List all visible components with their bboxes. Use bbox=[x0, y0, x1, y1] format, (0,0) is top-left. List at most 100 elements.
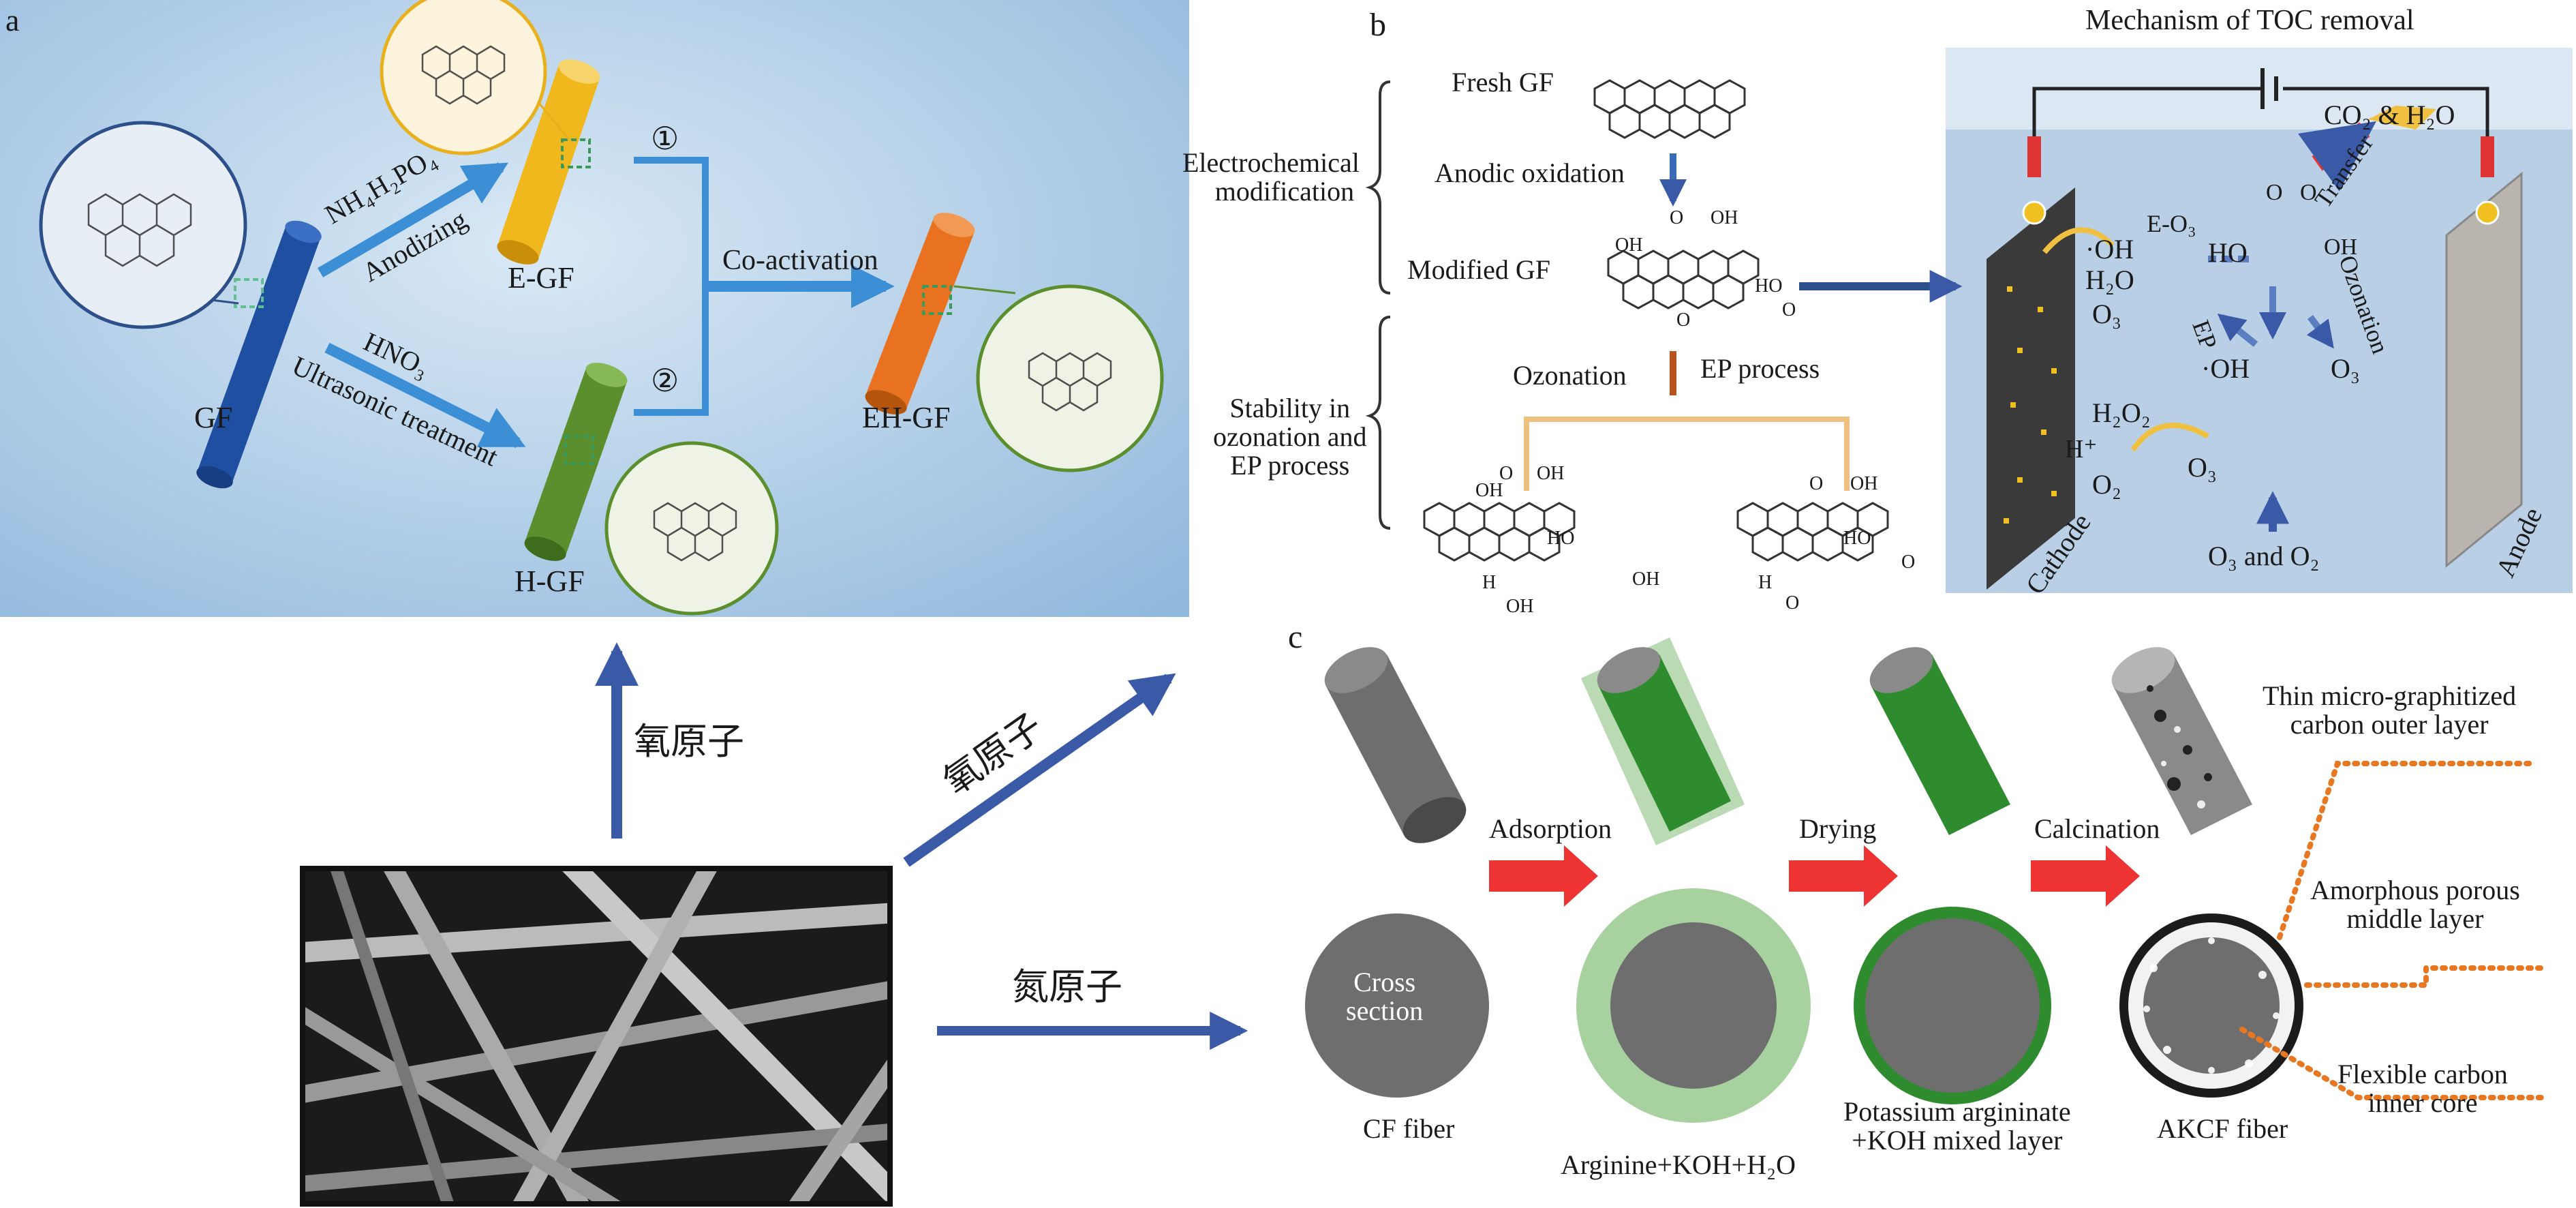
o3-label-1: O₃ bbox=[2092, 299, 2121, 329]
o3-and-o2-label: O₃ and O₂ bbox=[2208, 541, 2320, 571]
leader-lines bbox=[2239, 761, 2545, 1100]
molecule-oh-5: OH bbox=[1632, 569, 1660, 590]
akcf-cross-section-core bbox=[2143, 937, 2280, 1074]
molecule-oh-7: OH bbox=[1850, 473, 1878, 494]
molecule-h-2: H bbox=[1758, 572, 1773, 593]
molecule-o-2: O bbox=[1782, 299, 1796, 320]
gf-fiber-icon bbox=[196, 220, 322, 489]
molecule-ho-3: HO bbox=[1843, 528, 1871, 549]
arrow-oxygen-diagonal bbox=[903, 673, 1176, 867]
panel-b-label: b bbox=[1370, 7, 1386, 43]
adsorbed-cross-section-core bbox=[1610, 922, 1777, 1089]
modified-gf-label: Modified GF bbox=[1407, 254, 1550, 285]
dried-cross-section-core bbox=[1865, 918, 2040, 1093]
sem-fiber-image bbox=[300, 866, 893, 1207]
arrow-drying bbox=[1789, 845, 1898, 907]
ozonation-label: Ozonation bbox=[1513, 360, 1627, 391]
oxalic-o-2: O bbox=[2300, 180, 2317, 205]
mechanism-title: Mechanism of TOC removal bbox=[2085, 5, 2414, 36]
anode-electrode bbox=[2445, 171, 2523, 569]
molecule-oh-4: OH bbox=[1475, 480, 1503, 501]
ep-process-label: EP process bbox=[1700, 353, 1820, 384]
panel-b-graphics bbox=[1365, 68, 2523, 590]
potassium-argininate-label: Potassium argininate+KOH mixed layer bbox=[1843, 1096, 2071, 1156]
adsorbed-cylinder bbox=[1581, 637, 1745, 845]
gf-label: GF bbox=[194, 401, 233, 434]
cathode-particles bbox=[2004, 286, 2057, 524]
o3-label-2: O₃ bbox=[2331, 353, 2360, 384]
arrow-gf-to-hgf bbox=[324, 342, 526, 449]
coactivation-label: Co-activation bbox=[722, 245, 878, 276]
ehgf-label: EH-GF bbox=[862, 401, 951, 434]
egf-label: E-GF bbox=[508, 261, 574, 295]
akcf-fiber-label: AKCF fiber bbox=[2157, 1113, 2288, 1144]
hydroxyl-radical-2: ·OH bbox=[2201, 353, 2250, 384]
co2-h2o-label: CO₂ & H₂O bbox=[2324, 100, 2455, 130]
molecule-o-7: O bbox=[1785, 592, 1800, 614]
oxalic-ho-label: HO bbox=[2208, 237, 2248, 268]
h-plus-label: H⁺ bbox=[2065, 435, 2098, 464]
oxygen-up-label: 氧原子 bbox=[634, 720, 744, 763]
molecule-oh-6: OH bbox=[1506, 596, 1534, 617]
dried-cylinder bbox=[1869, 647, 2010, 835]
molecule-o-5: O bbox=[1809, 473, 1824, 494]
h2o-label: H₂O bbox=[2085, 265, 2134, 295]
cf-cross-section bbox=[1305, 913, 1489, 1098]
transfer-arrow bbox=[2298, 121, 2376, 192]
molecule-o-4: O bbox=[1499, 463, 1514, 484]
adsorption-label: Adsorption bbox=[1489, 813, 1612, 844]
hgf-zoom-circle bbox=[604, 441, 779, 616]
molecule-oh-2: OH bbox=[1615, 235, 1643, 256]
molecule-ho-2: HO bbox=[1547, 528, 1575, 549]
molecule-h: H bbox=[1482, 572, 1497, 593]
hydroxyl-radical-1: ·OH bbox=[2085, 234, 2134, 265]
arrow-gf-to-egf bbox=[317, 162, 509, 277]
molecule-structures bbox=[1423, 79, 1889, 562]
panel-a-graphics bbox=[39, 0, 1164, 616]
molecule-ho: HO bbox=[1755, 275, 1783, 297]
molecule-o-6: O bbox=[1901, 552, 1916, 573]
gf-zoom-circle bbox=[39, 121, 247, 329]
cf-fiber-label: CF fiber bbox=[1363, 1113, 1455, 1144]
coactivation-bracket bbox=[634, 157, 709, 416]
panel-a-label: a bbox=[5, 3, 20, 37]
drying-label: Drying bbox=[1799, 813, 1877, 844]
anodic-oxidation-label: Anodic oxidation bbox=[1435, 157, 1625, 188]
route-2-marker: ② bbox=[651, 363, 679, 398]
cf-cylinder bbox=[1324, 647, 1467, 843]
panel-c-label: c bbox=[1288, 619, 1303, 655]
h2o2-label: H₂O₂ bbox=[2092, 397, 2151, 428]
ehgf-zoom-circle bbox=[976, 284, 1164, 472]
arrow-calcination bbox=[2031, 845, 2140, 907]
o2-label: O₂ bbox=[2092, 469, 2121, 500]
ehgf-fiber-icon bbox=[865, 213, 975, 414]
cathode-current-marker bbox=[2027, 136, 2041, 177]
egf-fiber-icon bbox=[497, 59, 600, 265]
molecule-o-3: O bbox=[1676, 309, 1691, 331]
hgf-fiber-icon bbox=[524, 363, 628, 561]
panel-c-graphics bbox=[1305, 637, 2545, 1123]
oxalic-oh-label: OH bbox=[2324, 235, 2358, 260]
o3-label-3: O₃ bbox=[2188, 452, 2217, 483]
fresh-gf-label: Fresh GF bbox=[1452, 67, 1554, 97]
molecule-o: O bbox=[1670, 207, 1684, 228]
hgf-label: H-GF bbox=[515, 564, 585, 598]
molecule-oh: OH bbox=[1711, 207, 1738, 228]
arrow-adsorption bbox=[1489, 845, 1598, 907]
arginine-mix-label: Arginine+KOH+H₂O bbox=[1561, 1149, 1796, 1180]
oxalic-o-1: O bbox=[2266, 180, 2283, 205]
anode-current-marker bbox=[2481, 136, 2494, 177]
akcf-cylinder bbox=[2111, 647, 2252, 835]
nitrogen-label: 氮原子 bbox=[1012, 965, 1122, 1008]
ozonation-ep-split bbox=[1524, 417, 1850, 491]
e-o3-label: E-O₃ bbox=[2147, 210, 2196, 237]
egf-zoom-circle bbox=[380, 0, 547, 155]
route-1-marker: ① bbox=[651, 121, 679, 156]
